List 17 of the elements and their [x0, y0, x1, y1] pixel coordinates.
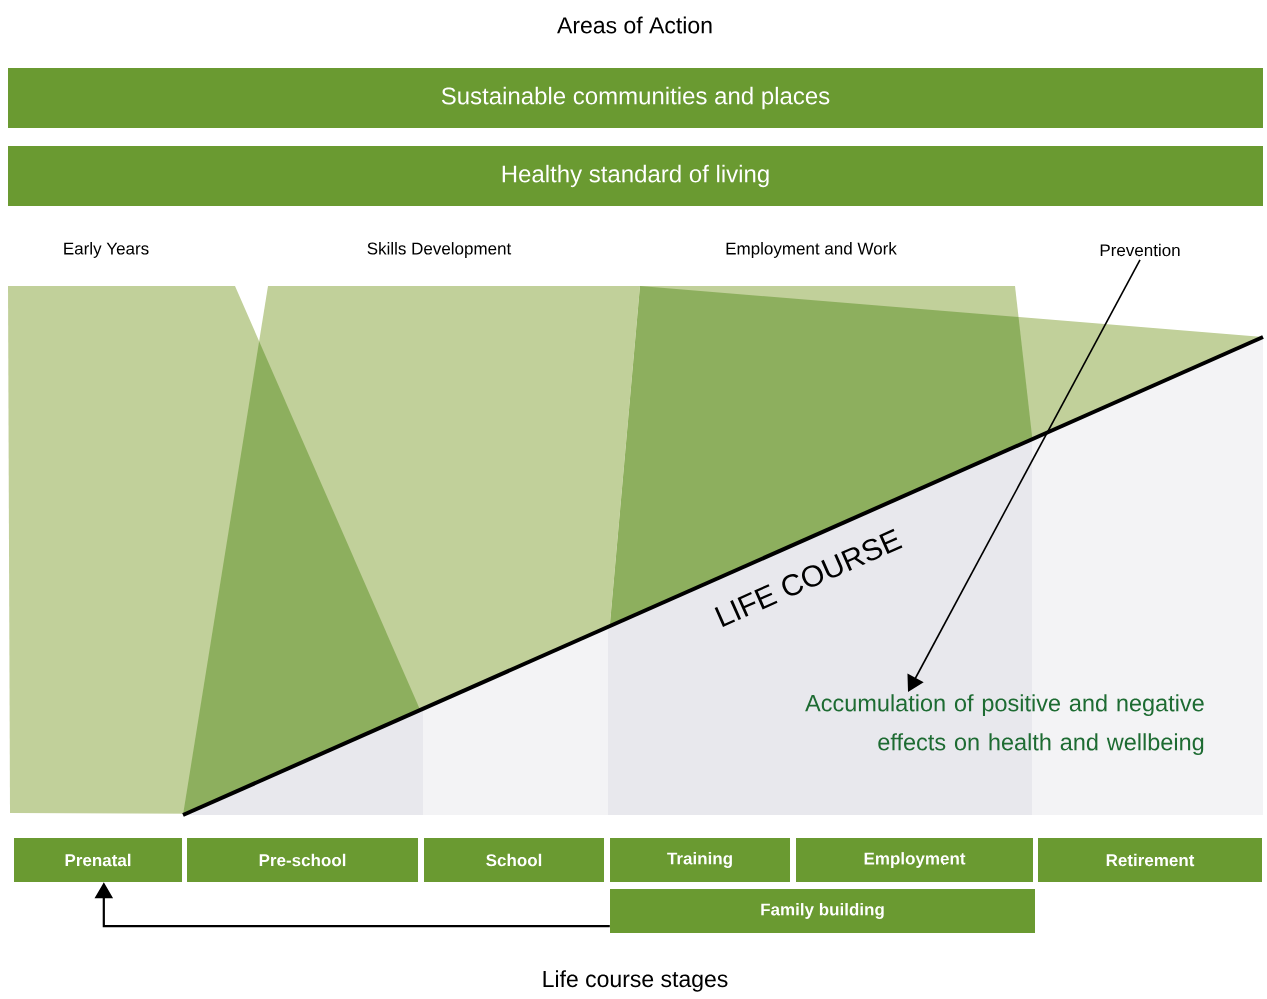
band: Healthy standard of living [8, 146, 1263, 206]
title: Areas of Action [557, 16, 712, 34]
heading: Skills Development [367, 242, 512, 258]
stage-box: Training [610, 838, 790, 882]
caption: Life course stages [543, 970, 728, 992]
stage-box: Family building [610, 889, 1035, 933]
stage-box: Pre-school [187, 838, 418, 882]
heading: Prevention [1100, 243, 1180, 257]
note-text: Accumulation of positive and negative effects on health and wellbeing [805, 694, 1204, 756]
heading: Employment and Work [726, 242, 897, 258]
arrow [907, 258, 1141, 692]
band: Sustainable communities and places [8, 68, 1263, 128]
stage-box: School [424, 838, 604, 882]
stage-box: Retirement [1038, 838, 1262, 882]
stage-box: Prenatal [14, 838, 182, 882]
stage-box: Employment [796, 838, 1033, 882]
heading: Early Years [64, 242, 149, 258]
